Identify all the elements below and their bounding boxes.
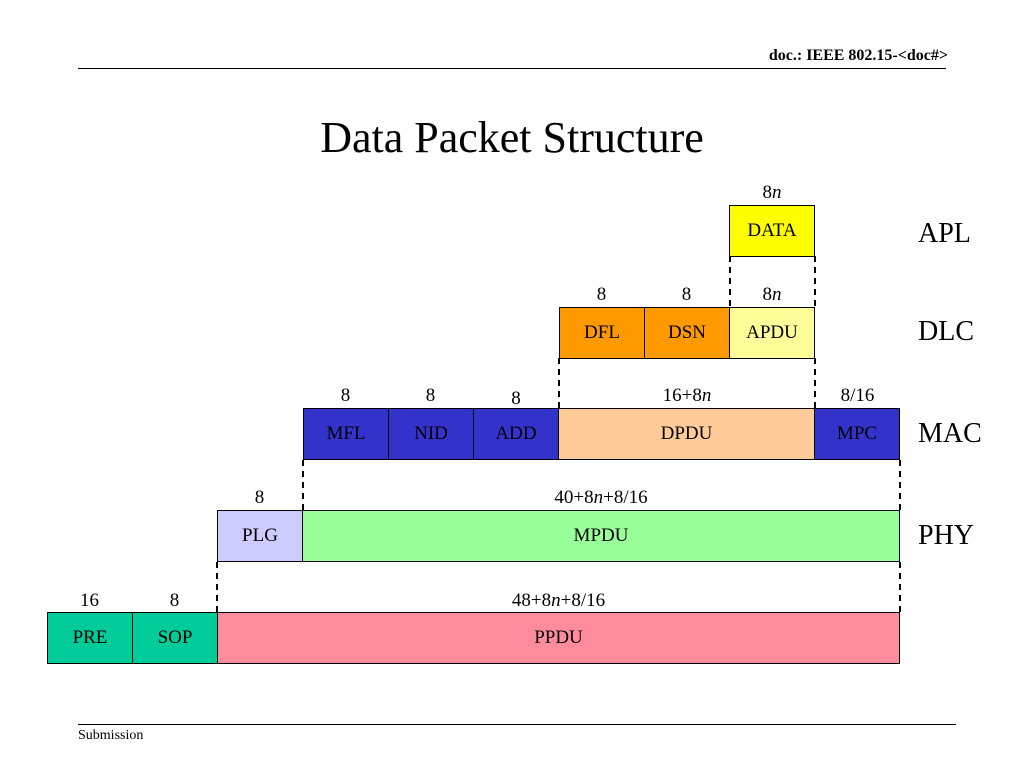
footer-label: Submission (78, 728, 144, 743)
bits-label-ppdu: 48+8n+8/16 (511, 590, 606, 611)
layer-label-dlc: DLC (918, 316, 974, 347)
add-field: ADD (473, 408, 559, 460)
sop-field: SOP (132, 612, 218, 664)
connector-line (814, 358, 816, 408)
header-divider (78, 68, 946, 69)
bits-label-apdu: 8n (762, 284, 782, 305)
dpdu-field: DPDU (558, 408, 815, 460)
footer-divider (78, 724, 956, 725)
bits-label-dsn: 8 (681, 284, 692, 305)
bits-label-dpdu: 16+8n (662, 385, 712, 406)
connector-line (899, 562, 901, 612)
bits-label-sop: 8 (169, 590, 180, 611)
layer-label-mac: MAC (918, 418, 982, 449)
bits-label-pre: 16 (80, 590, 99, 611)
dfl-field: DFL (559, 307, 645, 359)
document-id: doc.: IEEE 802.15-<doc#> (768, 47, 948, 64)
mpc-field: MPC (814, 408, 900, 460)
layer-label-phy: PHY (918, 520, 975, 551)
bits-label-mpdu: 40+8n+8/16 (554, 487, 648, 508)
bits-label-dfl: 8 (596, 284, 607, 305)
mfl-field: MFL (303, 408, 389, 460)
dsn-field: DSN (644, 307, 730, 359)
page-title: Data Packet Structure (320, 113, 704, 162)
connector-line (729, 256, 731, 306)
layer-label-apl: APL (918, 218, 971, 249)
apdu-field: APDU (729, 307, 815, 359)
bits-label-mfl: 8 (340, 385, 351, 406)
connector-line (216, 562, 218, 612)
mpdu-field: MPDU (302, 510, 900, 562)
bits-label-add: 8 (511, 388, 521, 409)
nid-field: NID (388, 408, 474, 460)
ppdu-field: PPDU (217, 612, 900, 664)
bits-label-mpc: 8/16 (840, 385, 875, 406)
data-field: DATA (729, 205, 815, 257)
connector-line (558, 358, 560, 408)
connector-line (814, 256, 816, 306)
plg-field: PLG (217, 510, 303, 562)
connector-line (302, 460, 304, 510)
bits-label-data: 8n (762, 182, 782, 203)
bits-label-plg: 8 (254, 487, 265, 508)
bits-label-nid: 8 (425, 385, 436, 406)
connector-line (899, 460, 901, 510)
pre-field: PRE (47, 612, 133, 664)
